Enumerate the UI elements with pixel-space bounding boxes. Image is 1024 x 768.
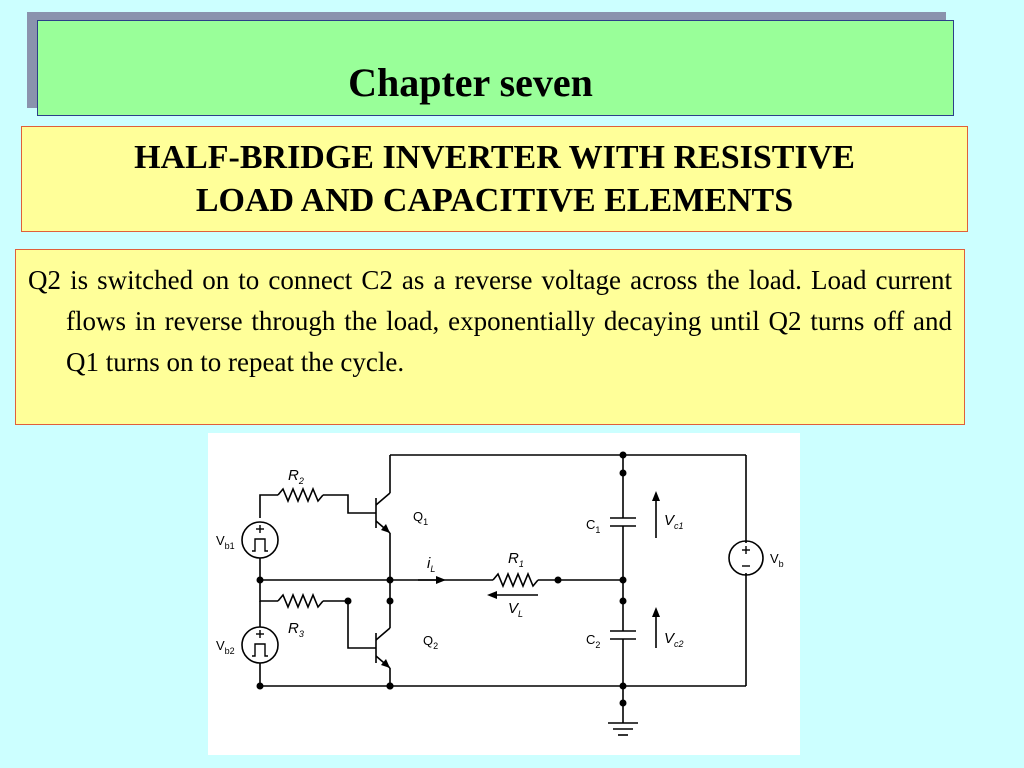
r2-label: R2 — [288, 467, 304, 486]
page-title: Chapter seven — [348, 60, 593, 105]
vl-label: VL — [508, 600, 523, 619]
body-paragraph: Q2 is switched on to connect C2 as a rev… — [28, 265, 952, 377]
body-text-box: Q2 is switched on to connect C2 as a rev… — [15, 249, 965, 425]
c1-label: C1 — [586, 517, 600, 535]
q1-label: Q1 — [413, 509, 428, 527]
vc1-label: Vc1 — [664, 512, 684, 531]
il-label: iL — [427, 555, 435, 574]
subtitle-heading: HALF-BRIDGE INVERTER WITH RESISTIVE LOAD… — [134, 136, 855, 222]
circuit-diagram: R2 R3 R1 Q1 Q2 C1 C2 Vb1 Vb2 Vc1 Vc2 Vb … — [208, 433, 800, 755]
q2-label: Q2 — [423, 633, 438, 651]
title-box: Chapter seven — [37, 20, 954, 116]
vb2-label: Vb2 — [216, 638, 235, 656]
r1-label: R1 — [508, 550, 524, 569]
vc2-label: Vc2 — [664, 630, 684, 649]
circuit-diagram-svg: R2 R3 R1 Q1 Q2 C1 C2 Vb1 Vb2 Vc1 Vc2 Vb … — [216, 451, 784, 736]
subtitle-line-1: HALF-BRIDGE INVERTER WITH RESISTIVE — [134, 139, 855, 176]
subtitle-line-2: LOAD AND CAPACITIVE ELEMENTS — [195, 182, 794, 219]
vb-label: Vb — [770, 551, 784, 569]
subtitle-box: HALF-BRIDGE INVERTER WITH RESISTIVE LOAD… — [21, 126, 968, 232]
r3-label: R3 — [288, 620, 304, 639]
vb1-label: Vb1 — [216, 533, 235, 551]
c2-label: C2 — [586, 632, 600, 650]
